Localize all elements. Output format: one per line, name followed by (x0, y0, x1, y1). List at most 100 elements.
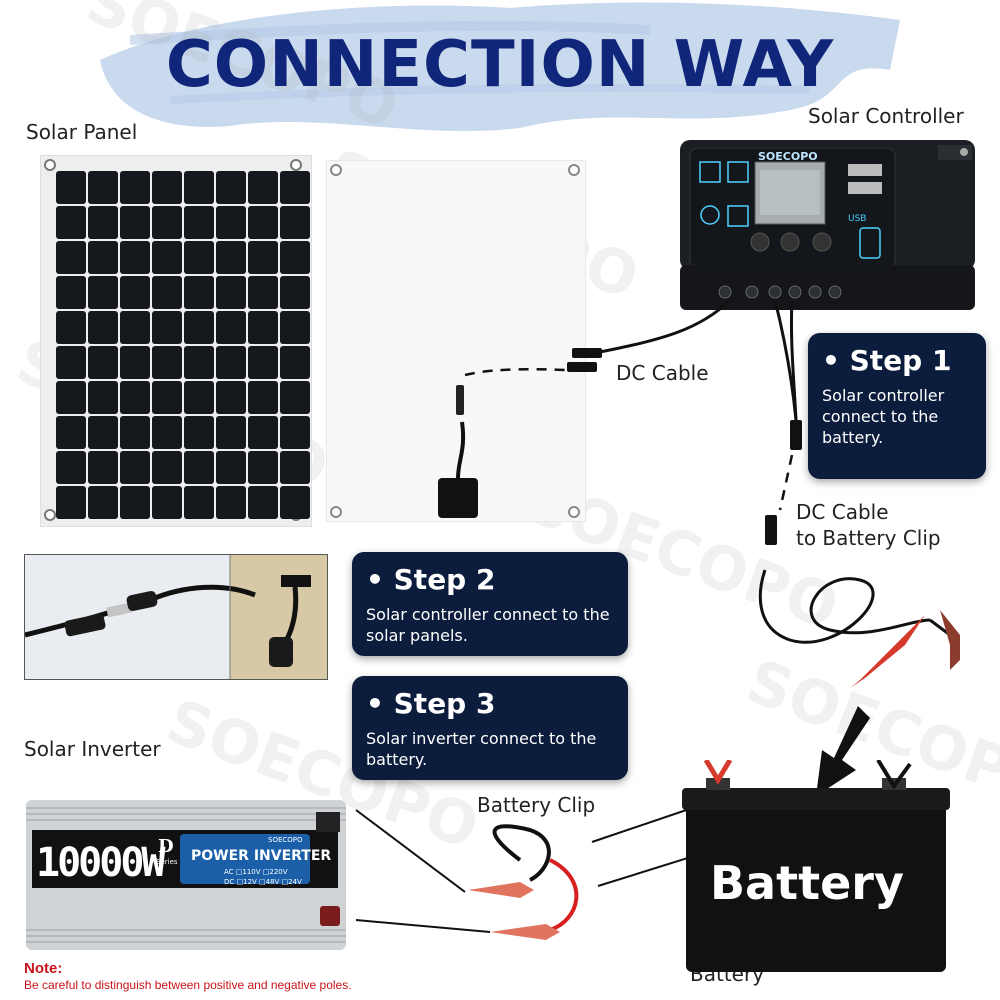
inverter-dc-row: DC □12V □48V □24V (224, 878, 302, 886)
label-battery-clip: Battery Clip (477, 793, 596, 817)
solar-cell (280, 241, 310, 274)
solar-cell (120, 206, 150, 239)
inverter-brand: SOECOPO (268, 836, 303, 844)
solar-cell (280, 206, 310, 239)
label-solar-controller: Solar Controller (808, 104, 964, 128)
controller-usb-label: USB (848, 214, 867, 224)
step-card-1: • Step 1 Solar controller connect to the… (808, 333, 986, 479)
arrow-down-icon (816, 706, 870, 796)
solar-cell (152, 346, 182, 379)
inverter-ac-row: AC □110V □220V (224, 868, 288, 876)
solar-cell (88, 486, 118, 519)
solar-cell (120, 451, 150, 484)
solar-cell (88, 416, 118, 449)
solar-cell (152, 416, 182, 449)
solar-cell (184, 346, 214, 379)
battery-clips-bottom (468, 824, 579, 940)
solar-cell (120, 171, 150, 204)
solar-cell (88, 241, 118, 274)
solar-cell (56, 416, 86, 449)
solar-cell (248, 416, 278, 449)
solar-cell (184, 241, 214, 274)
solar-cell (216, 206, 246, 239)
label-dc-cable: DC Cable (616, 361, 709, 385)
solar-cell (248, 171, 278, 204)
solar-cell (56, 241, 86, 274)
solar-controller-body (680, 140, 975, 310)
inverter-series-letter: D (158, 836, 174, 857)
solar-cell (120, 381, 150, 414)
solar-cell (88, 311, 118, 344)
solar-cell (280, 171, 310, 204)
solar-cell (184, 276, 214, 309)
step-1-desc: Solar controller connect to the battery. (822, 386, 945, 447)
label-solar-inverter: Solar Inverter (24, 737, 161, 761)
solar-cell (280, 346, 310, 379)
solar-cell (152, 381, 182, 414)
solar-panel-back (326, 160, 586, 522)
inverter-power: 10000W (36, 840, 165, 886)
solar-cell (280, 276, 310, 309)
inverter-body (26, 800, 346, 950)
step-card-3: • Step 3 Solar inverter connect to the b… (352, 676, 628, 780)
solar-cell (216, 486, 246, 519)
cable-connector-illustration (25, 555, 327, 679)
battery: Battery (682, 758, 950, 975)
inverter-series-label: Series (156, 858, 178, 866)
solar-cell (184, 381, 214, 414)
step-2-title: • Step 2 (366, 563, 496, 596)
solar-cell (280, 416, 310, 449)
solar-cell (248, 311, 278, 344)
solar-cell (248, 451, 278, 484)
solar-cell (88, 346, 118, 379)
solar-cell (216, 381, 246, 414)
solar-cell (248, 206, 278, 239)
solar-controller: SOECOPO USB (680, 140, 975, 340)
solar-cell (56, 276, 86, 309)
label-dc-cable-battery-clip-line1: DC Cable (796, 500, 889, 524)
solar-cell (248, 346, 278, 379)
solar-cell (152, 451, 182, 484)
solar-cell (152, 241, 182, 274)
dc-cable-dashed-line (464, 362, 597, 377)
solar-cell (88, 276, 118, 309)
step-2-desc: Solar controller connect to the solar pa… (366, 605, 610, 645)
inverter-to-clip-lines (355, 809, 491, 933)
solar-cell (216, 346, 246, 379)
solar-cell (280, 381, 310, 414)
solar-cell (152, 276, 182, 309)
step-3-desc: Solar inverter connect to the battery. (366, 729, 597, 769)
solar-cell (120, 311, 150, 344)
solar-cell (56, 346, 86, 379)
solar-panel-front (40, 155, 312, 527)
battery-text: Battery (710, 856, 904, 910)
solar-cell (280, 311, 310, 344)
solar-cell (248, 276, 278, 309)
solar-cell (152, 311, 182, 344)
brush-stroke-background (100, 2, 900, 132)
step-3-title: • Step 3 (366, 687, 496, 720)
solar-cell (248, 486, 278, 519)
solar-cell (248, 241, 278, 274)
solar-cell (216, 171, 246, 204)
solar-cell (184, 451, 214, 484)
note-title: Note: (24, 960, 63, 977)
step-1-title: • Step 1 (822, 344, 952, 377)
solar-cell (216, 451, 246, 484)
solar-cell (248, 381, 278, 414)
solar-cell (120, 416, 150, 449)
cable-connector-photo (24, 554, 328, 680)
step-card-2: • Step 2 Solar controller connect to the… (352, 552, 628, 656)
controller-cables (572, 298, 802, 545)
battery-clip-cable-coil (758, 569, 960, 688)
solar-cell (216, 311, 246, 344)
solar-cell (88, 206, 118, 239)
solar-cell (88, 451, 118, 484)
solar-cell (56, 206, 86, 239)
solar-cell (280, 451, 310, 484)
page-title: CONNECTION WAY (165, 28, 835, 102)
solar-cell (88, 171, 118, 204)
solar-cell (184, 311, 214, 344)
solar-cell (120, 276, 150, 309)
solar-cell (152, 171, 182, 204)
